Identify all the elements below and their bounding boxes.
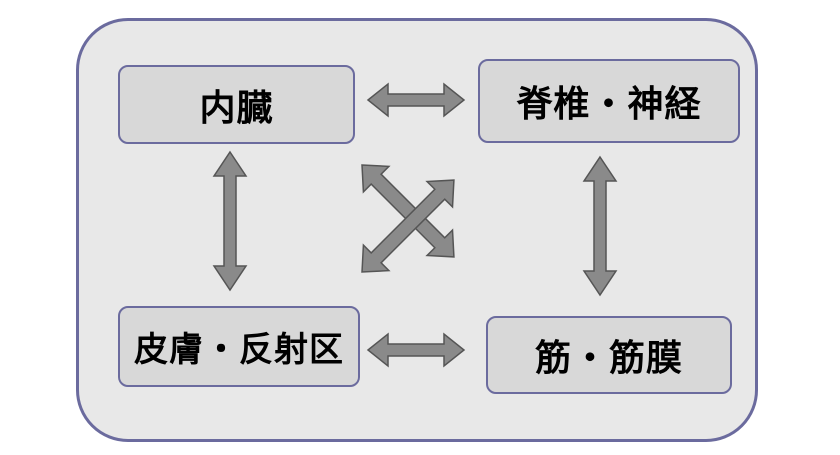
node-muscle-fascia: 筋・筋膜 xyxy=(486,316,732,394)
node-spine-nerves: 脊椎・神経 xyxy=(478,59,740,143)
node-skin-reflex-zone: 皮膚・反射区 xyxy=(118,306,360,387)
node-visceral: 内臓 xyxy=(118,65,355,144)
